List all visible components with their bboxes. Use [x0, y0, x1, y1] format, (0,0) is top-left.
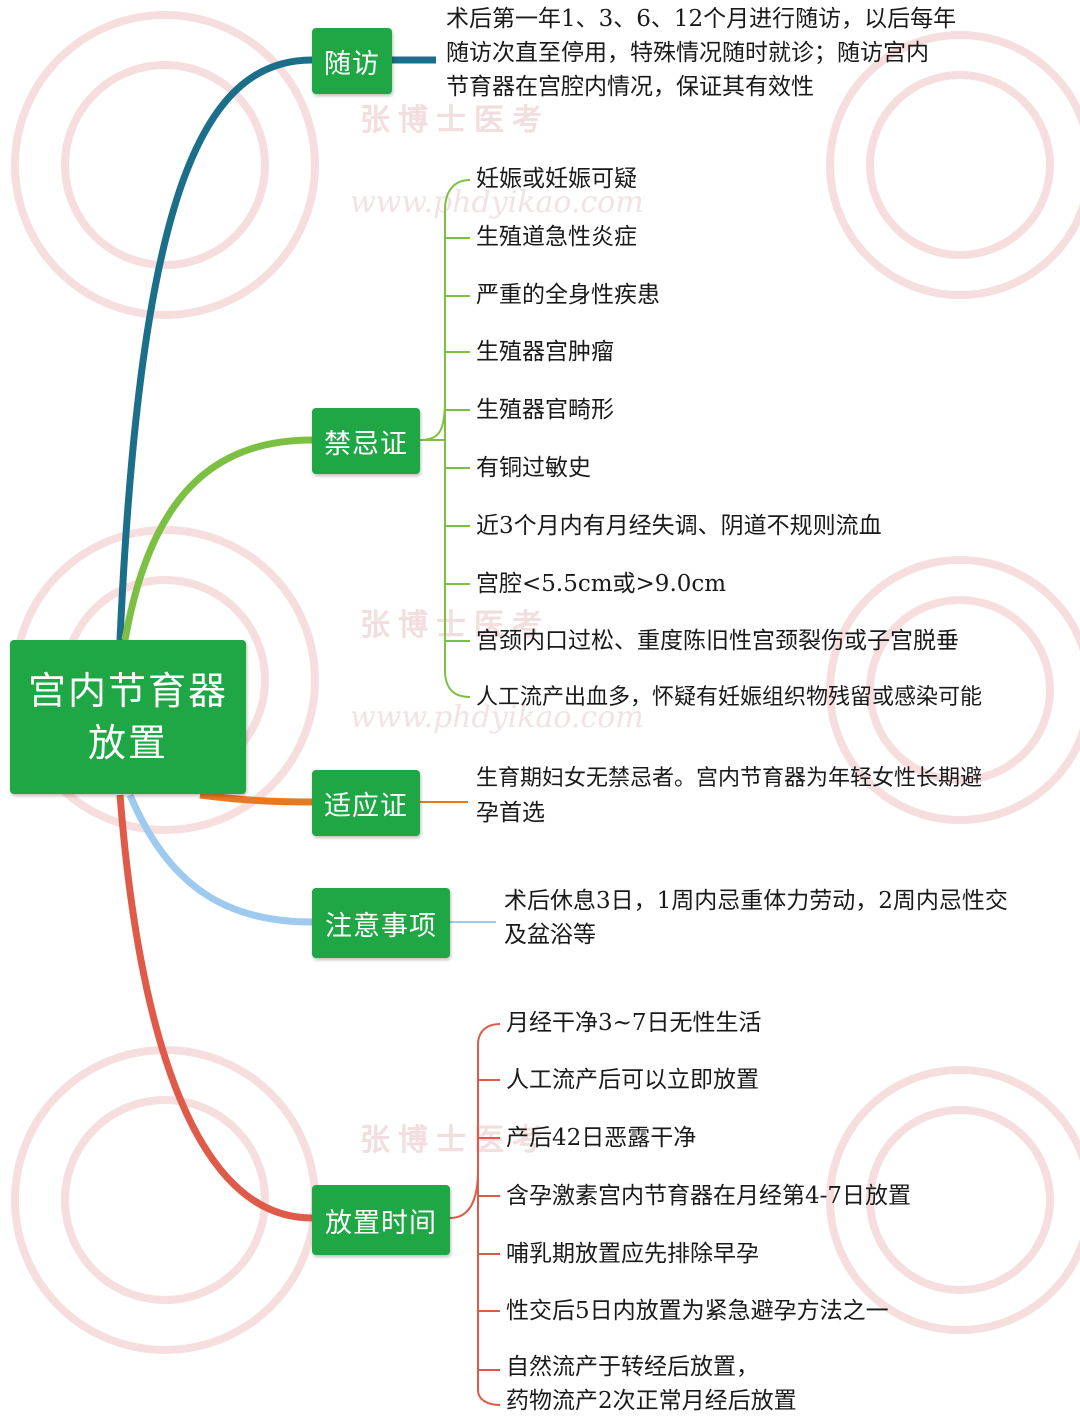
contra-item: 生殖器宫肿瘤 [476, 339, 614, 365]
node-timing: 放置时间 [312, 1185, 450, 1255]
timing-item: 产后42日恶露干净 [506, 1125, 697, 1151]
timing-last-line-2: 药物流产2次正常月经后放置 [506, 1388, 797, 1414]
root-node: 宫内节育器放置 [10, 640, 246, 794]
contra-item: 人工流产出血多，怀疑有妊娠组织物残留或感染可能 [476, 685, 983, 710]
node-precautions: 注意事项 [312, 888, 450, 958]
contra-item: 宫腔<5.5cm或>9.0cm [476, 571, 727, 597]
contra-item: 生殖道急性炎症 [476, 224, 637, 250]
contra-item: 妊娠或妊娠可疑 [476, 166, 637, 192]
branch-line-timing [116, 794, 313, 1222]
contra-item: 生殖器官畸形 [476, 397, 614, 423]
indication-line-2: 孕首选 [476, 800, 545, 826]
followup-line-3: 节育器在宫腔内情况，保证其有效性 [446, 74, 814, 100]
contra-item: 有铜过敏史 [476, 455, 591, 481]
followup-text: 术后第一年1、3、6、12个月进行随访，以后每年 随访次直至停用，特殊情况随时就… [446, 2, 1066, 104]
followup-line-1: 术后第一年1、3、6、12个月进行随访，以后每年 [446, 6, 957, 32]
timing-item: 性交后5日内放置为紧急避孕方法之一 [506, 1298, 889, 1324]
followup-line-2: 随访次直至停用，特殊情况随时就诊；随访宫内 [446, 40, 929, 66]
timing-item: 人工流产后可以立即放置 [506, 1067, 759, 1093]
branch-line-followup [116, 56, 436, 641]
contra-item: 严重的全身性疾患 [476, 282, 660, 308]
timing-item: 含孕激素宫内节育器在月经第4-7日放置 [506, 1183, 912, 1209]
branch-line-notes [126, 793, 313, 926]
notes-text: 术后休息3日，1周内忌重体力劳动，2周内忌性交 及盆浴等 [504, 884, 1074, 952]
contra-item: 近3个月内有月经失调、阴道不规则流血 [476, 513, 882, 539]
branch-line-contra [121, 436, 313, 641]
notes-line-1: 术后休息3日，1周内忌重体力劳动，2周内忌性交 [504, 888, 1008, 914]
indication-line-1: 生育期妇女无禁忌者。宫内节育器为年轻女性长期避 [476, 766, 983, 791]
notes-line-2: 及盆浴等 [504, 922, 596, 948]
timing-item-last: 自然流产于转经后放置， 药物流产2次正常月经后放置 [506, 1350, 1066, 1418]
contra-item: 宫颈内口过松、重度陈旧性宫颈裂伤或子宫脱垂 [476, 628, 959, 654]
node-indications: 适应证 [312, 770, 420, 836]
node-followup: 随访 [312, 28, 392, 94]
node-contraindications: 禁忌证 [312, 408, 420, 474]
indication-text: 生育期妇女无禁忌者。宫内节育器为年轻女性长期避 孕首选 [476, 762, 1076, 830]
timing-item: 哺乳期放置应先排除早孕 [506, 1241, 759, 1267]
timing-last-line-1: 自然流产于转经后放置， [506, 1354, 759, 1380]
branch-line-indication [199, 791, 313, 806]
timing-item: 月经干净3~7日无性生活 [506, 1010, 762, 1036]
